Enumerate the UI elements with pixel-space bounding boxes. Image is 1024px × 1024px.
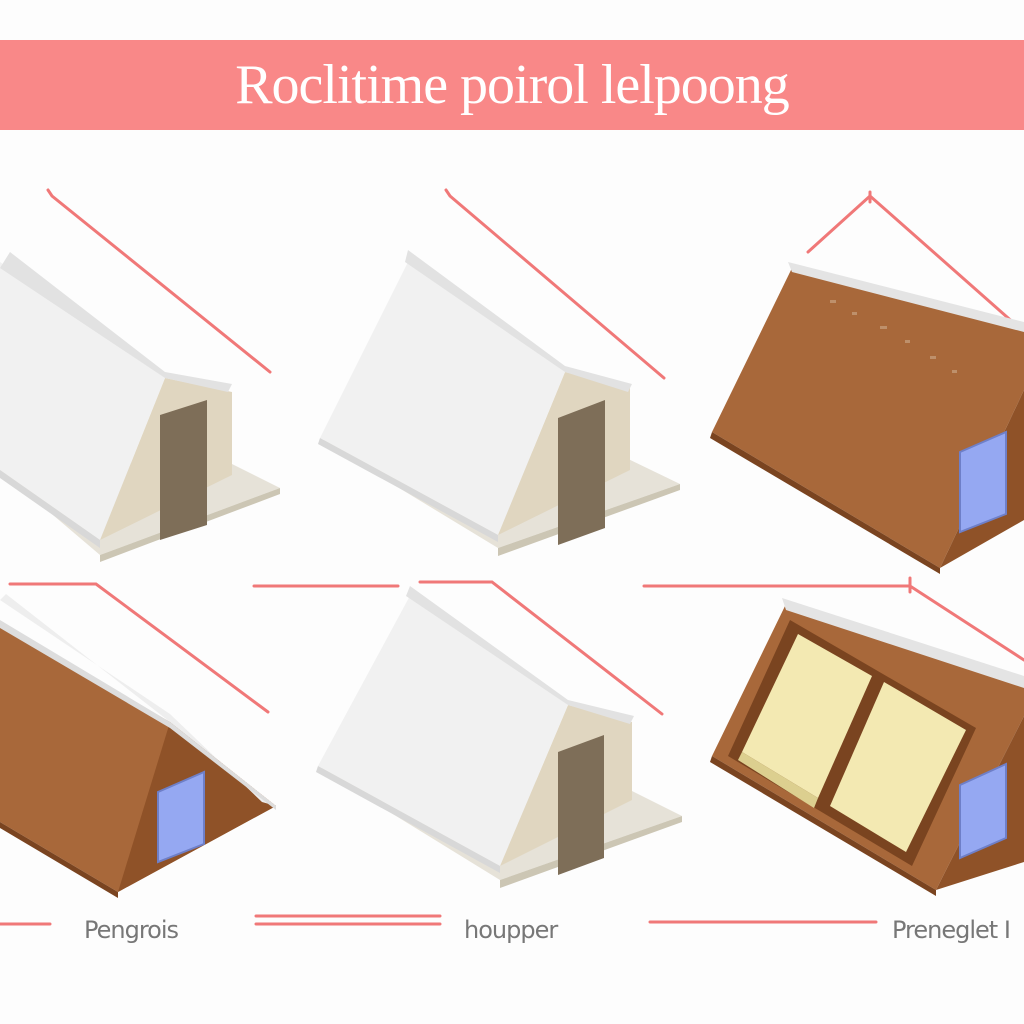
house-roof-edge [0, 822, 118, 898]
roof-texture [830, 300, 957, 373]
house-door [558, 400, 605, 545]
house-skylight [710, 598, 1024, 896]
house-roof [712, 268, 1024, 568]
house-white-2 [318, 250, 680, 556]
house-roof-edge [316, 766, 500, 873]
house-roof-edge [318, 438, 498, 542]
house-roof-edge [710, 432, 940, 574]
house-roof [0, 262, 165, 540]
house-window [157, 770, 205, 864]
house-roof-edge [710, 756, 936, 896]
leader-line [444, 188, 666, 380]
house-roof-ridge [788, 262, 1024, 332]
skylight-pane-left [742, 634, 872, 798]
house-door [558, 735, 604, 875]
leader-lines-top [46, 188, 1024, 380]
house-white-3 [316, 586, 682, 888]
leader-line [8, 582, 270, 714]
house-roof-ridge [0, 620, 276, 810]
leader-line [418, 580, 664, 716]
caption-right: Preneglet I [892, 916, 1011, 944]
leader-line [46, 188, 272, 374]
house-roof-ridge [406, 586, 634, 724]
caption-lines [0, 914, 878, 926]
caption-center: houpper [464, 916, 558, 944]
skylight-pane-right [830, 682, 966, 852]
caption-left: Pengrois [84, 916, 179, 944]
house-brown-2 [0, 594, 276, 898]
house-roof-edge [0, 470, 100, 548]
house-white-1 [0, 252, 280, 562]
house-roof-ridge [0, 252, 232, 392]
leader-lines-bottom [8, 576, 1024, 716]
house-window [959, 430, 1007, 534]
house-roof-ridge [782, 598, 1024, 688]
page-title: Roclitime poirol lelpoong [235, 54, 790, 116]
house-door [160, 400, 207, 540]
title-banner [0, 40, 1024, 130]
house-brown-1 [710, 262, 1024, 574]
skylight-pane-shade [738, 752, 818, 808]
house-window [959, 762, 1007, 860]
